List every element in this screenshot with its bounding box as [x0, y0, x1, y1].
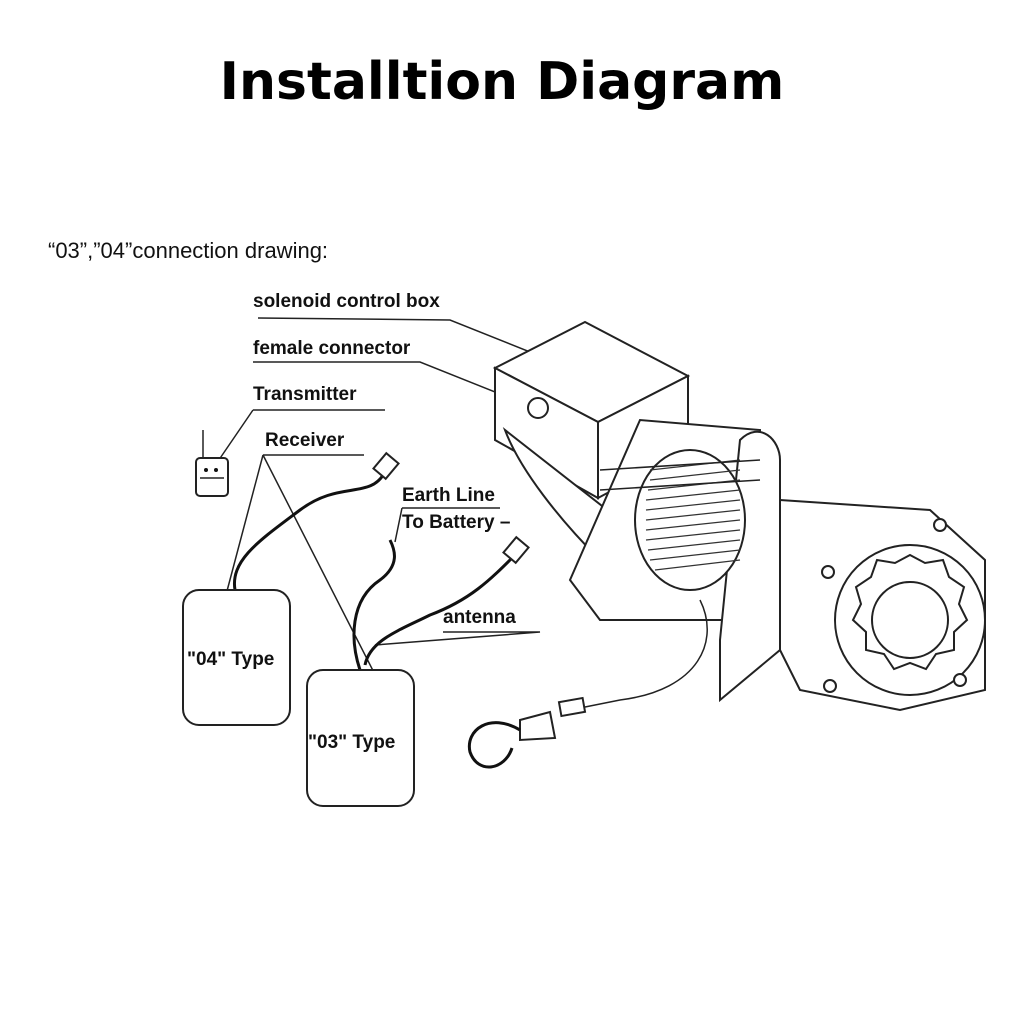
label-antenna: antenna: [443, 607, 516, 628]
label-female-connector: female connector: [253, 338, 411, 359]
page-title: Installtion Diagram: [219, 52, 785, 112]
label-receiver: Receiver: [265, 430, 345, 451]
leader-line: [394, 507, 500, 543]
female-connector-icon: [527, 397, 549, 419]
label-to-battery: To Battery –: [402, 512, 510, 533]
receiver-03-wire: [363, 553, 517, 666]
connector-icon: [372, 451, 400, 481]
subtitle: “03”,”04”connection drawing:: [48, 238, 328, 263]
label-04-type: "04" Type: [187, 649, 274, 670]
label-transmitter: Transmitter: [253, 384, 357, 405]
connector-icon: [502, 535, 530, 565]
label-solenoid-control-box: solenoid control box: [253, 291, 440, 312]
winch-drawing: [467, 320, 986, 769]
receiver-04-wire: [232, 471, 387, 591]
receiver-04-box: [182, 589, 291, 726]
transmitter-icon: [195, 430, 229, 497]
earth-wire: [352, 539, 396, 671]
label-earth-line: Earth Line: [402, 485, 495, 506]
leader-line: [374, 631, 541, 646]
label-03-type: "03" Type: [308, 732, 395, 753]
receiver-03-box: [306, 669, 415, 807]
